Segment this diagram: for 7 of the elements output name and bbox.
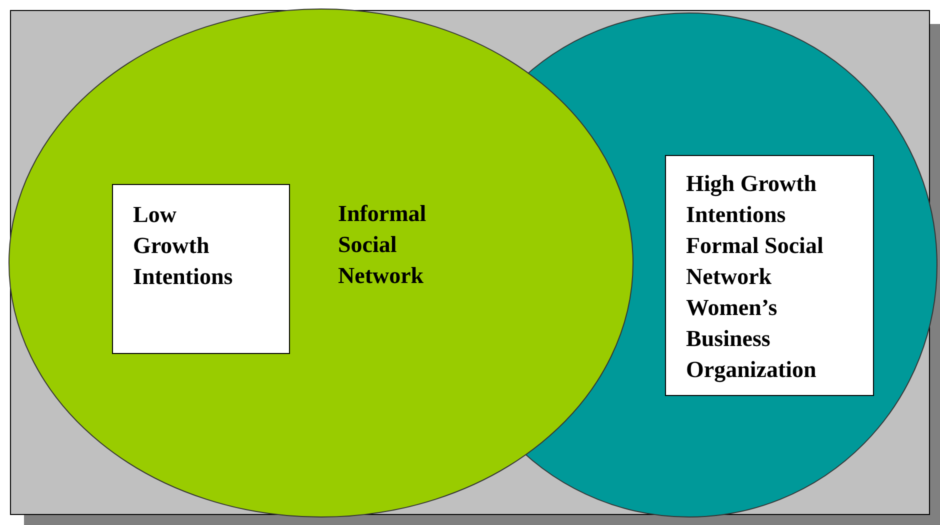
box-text: Women’s Business Organization [686, 294, 818, 384]
ellipse-label: Informal Social Network [338, 200, 428, 290]
box-text: Low Growth Intentions [133, 201, 234, 291]
text-box [665, 155, 874, 396]
text-box [112, 184, 290, 354]
box-text: Formal Social Network [686, 232, 824, 291]
box-text: High Growth Intentions [686, 170, 818, 229]
